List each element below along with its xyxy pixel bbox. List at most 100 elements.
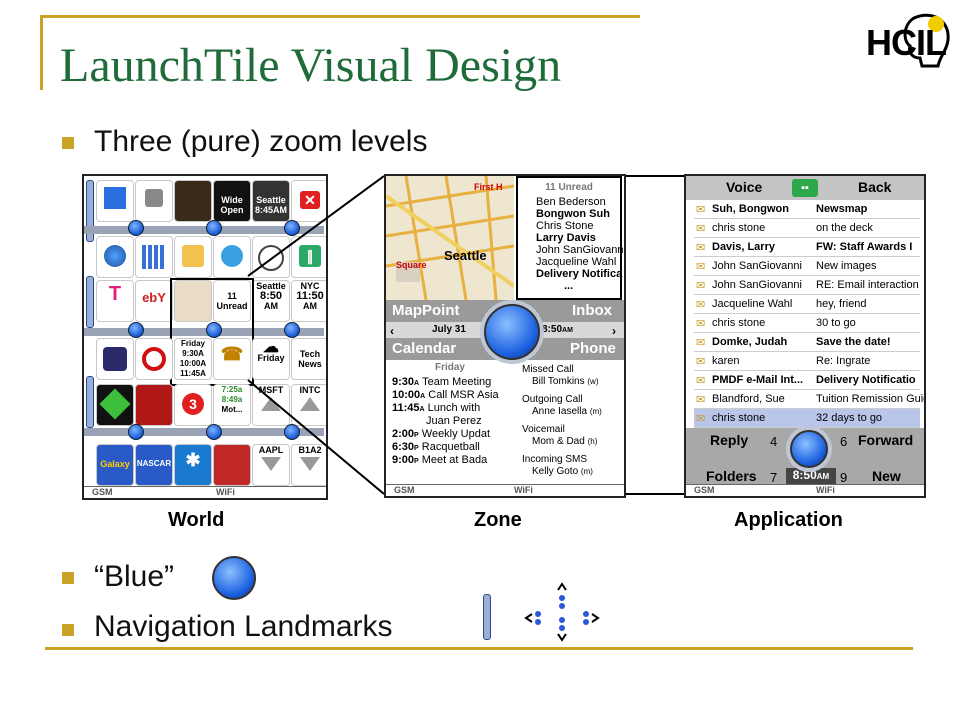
people-icon [221,245,243,267]
label-application: Application [734,509,843,531]
blue-nav-dot[interactable] [284,322,300,338]
app-tile-contacts[interactable] [174,236,212,278]
zone-tile-map[interactable] [174,280,212,322]
app-tile-intc-stock[interactable]: INTC [291,384,326,426]
forward-count: 6 [840,434,848,449]
reply-count: 4 [770,434,778,449]
app-tile-galaxy[interactable]: Galaxy [96,444,134,486]
blue-zoom-button[interactable] [790,430,828,468]
landmark-bar[interactable] [86,180,94,242]
app-tile-pause[interactable]: ∥ [291,236,326,278]
message-from: Domke, Judah [712,336,788,348]
left-chevron-icon[interactable]: ‹ [390,324,394,338]
app-tile-xbox[interactable] [96,384,134,426]
landmark-bar[interactable] [86,276,94,328]
app-tile-target[interactable] [135,338,173,380]
zone-tile-inbox[interactable]: 11 Unread [213,280,251,322]
calendar-label[interactable]: Calendar [392,340,457,357]
app-tile-photos[interactable] [174,180,212,222]
app-tile-messenger[interactable] [213,236,251,278]
app-tile-wb[interactable] [96,338,134,380]
app-tile-three[interactable]: 3 [174,384,212,426]
envelope-icon: ✉ [696,413,706,425]
new-button[interactable]: New [872,468,901,484]
blue-nav-dot[interactable] [128,424,144,440]
label-zone: Zone [474,509,522,531]
app-tile-tmobile[interactable]: T [96,280,134,322]
app-tile-seattle-clock[interactable]: Seattle 8:45AM [252,180,290,222]
phone-icon: ☎ [220,344,244,364]
message-from: Blandford, Sue [712,393,785,405]
app-tile-wide-open[interactable]: Wide Open [213,180,251,222]
blue-nav-dot[interactable] [206,424,222,440]
inbox-preview[interactable]: 11 Unread Ben Bederson Bongwon Suh Chris… [516,176,624,300]
blue-nav-dot[interactable] [284,424,300,440]
calendar-preview[interactable]: Friday 9:30A Team Meeting 10:00A Call MS… [392,362,499,466]
home-grid-icon[interactable]: ▪▪ [792,179,818,197]
folders-count: 7 [770,470,778,485]
close-tile[interactable]: ✕ [291,180,326,222]
app-tile-speaker[interactable] [135,180,173,222]
message-subject: New images [816,260,877,272]
clock-label: 8:50AM [542,324,573,335]
app-tile-aapl-stock[interactable]: AAPL [252,444,290,486]
forward-button[interactable]: Forward [858,432,914,448]
app-tile-grid[interactable] [135,236,173,278]
app-tile-msft-stock[interactable]: MSFT [252,384,290,426]
back-button[interactable]: Back [858,179,892,195]
app-tile-game[interactable] [213,444,251,486]
blue-nav-dot[interactable] [206,220,222,236]
mappoint-label[interactable]: MapPoint [392,302,460,319]
app-tile-tech-news[interactable]: Tech News [291,338,326,380]
app-tile-nascar[interactable]: NASCAR [135,444,173,486]
app-tile-maryland[interactable] [135,384,173,426]
message-row[interactable]: ✉PMDF e-Mail Int...Delivery Notificatio [694,371,920,390]
message-from: chris stone [712,317,766,329]
map-preview[interactable]: First H Seattle Square [386,176,516,301]
message-subject: RE: Email interaction [816,279,919,291]
voice-button[interactable]: Voice [726,179,763,195]
app-tile-ebay[interactable]: ebY [135,280,173,322]
message-subject: 32 days to go [816,412,883,424]
down-arrow-icon [261,457,281,471]
date-label: July 31 [432,324,466,335]
app-tile-flower[interactable]: ✱ [174,444,212,486]
folders-button[interactable]: Folders [706,468,757,484]
envelope-icon: ✉ [696,280,706,292]
app-tile-browser[interactable] [96,236,134,278]
blue-nav-dot[interactable] [206,322,222,338]
blue-zoom-button[interactable] [484,304,540,360]
blue-nav-dot[interactable] [128,322,144,338]
zone-tile-phone[interactable]: ☎ [213,338,251,380]
top-rule [40,15,640,18]
app-tile-weather[interactable]: ☁Friday [252,338,290,380]
app-tile-car[interactable] [252,236,290,278]
blue-nav-dot[interactable] [128,220,144,236]
blue-nav-dot[interactable] [284,220,300,236]
landmark-bar[interactable] [86,376,94,428]
right-chevron-icon[interactable]: › [612,324,616,338]
app-tile-b1a2-stock[interactable]: B1A2 [291,444,326,486]
envelope-icon: ✉ [696,204,706,216]
close-icon: ✕ [300,191,320,209]
inbox-label[interactable]: Inbox [572,302,612,319]
reply-button[interactable]: Reply [710,432,749,448]
app-tile-apps[interactable] [96,180,134,222]
phone-label[interactable]: Phone [570,340,616,357]
